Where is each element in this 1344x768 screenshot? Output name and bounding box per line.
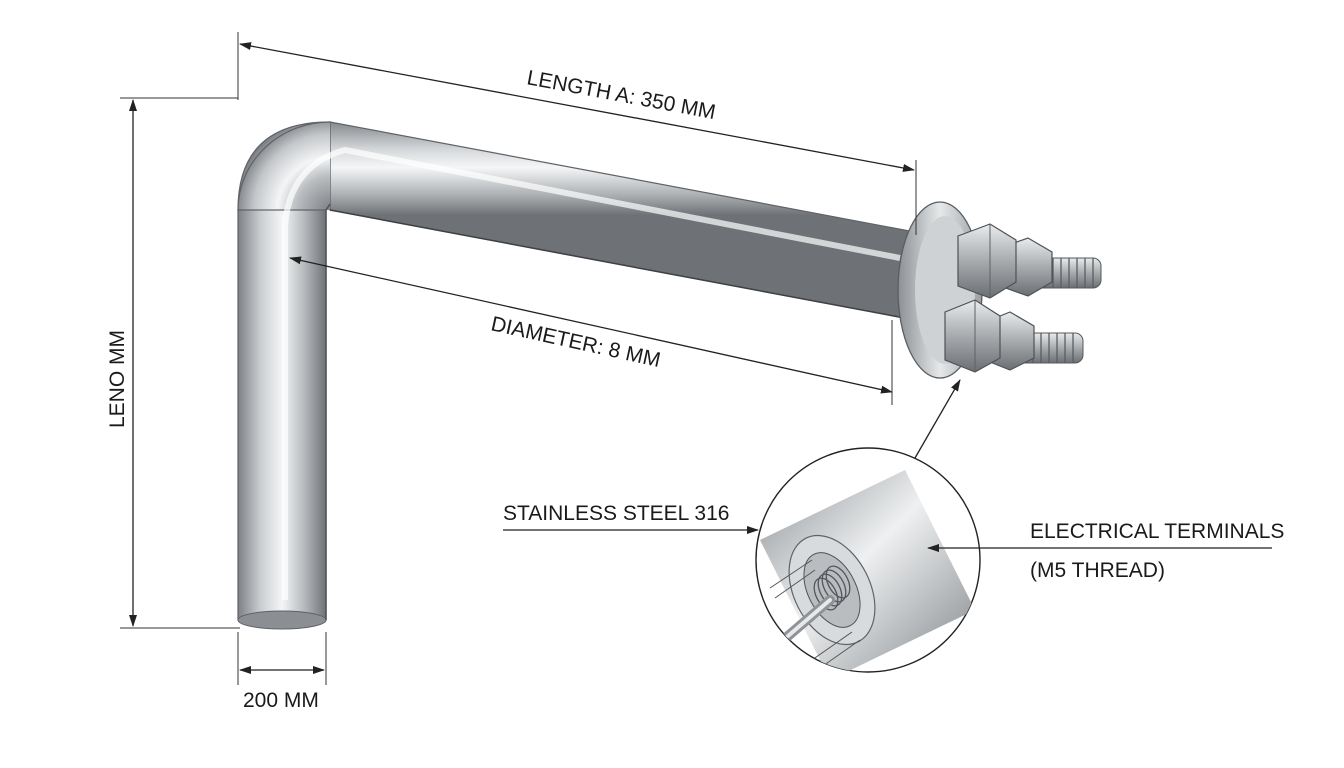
detail-view <box>755 379 981 673</box>
terminal-assembly <box>897 201 1102 379</box>
terminals-thread-label: (M5 THREAD) <box>1030 559 1165 582</box>
vertical-length-label: LENO MM <box>106 330 129 428</box>
base-width-label: 200 MM <box>243 689 319 712</box>
dimension-lines <box>120 32 1272 685</box>
material-label: STAINLESS STEEL 316 <box>503 502 729 525</box>
terminals-label: ELECTRICAL TERMINALS <box>1030 520 1284 543</box>
